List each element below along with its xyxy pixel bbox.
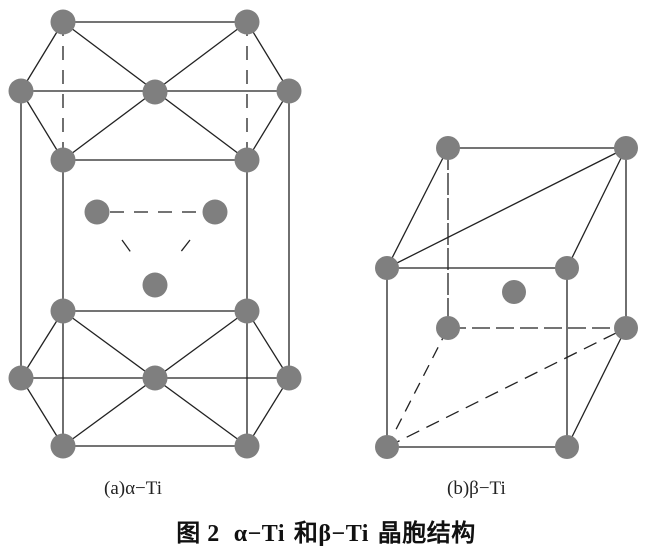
atom <box>142 79 168 105</box>
panel-b-caption: (b)β−Ti <box>447 478 506 499</box>
alpha-vertical-edges <box>20 91 290 446</box>
atom <box>436 136 460 160</box>
beta-ti-atoms <box>375 136 638 459</box>
beta-ti-bcc-cell <box>386 147 627 448</box>
atom <box>614 316 638 340</box>
atom <box>234 433 260 459</box>
atom <box>50 9 76 35</box>
figure-number: 图 2 <box>176 521 220 547</box>
atom <box>234 147 260 173</box>
atom <box>375 256 399 280</box>
atom <box>234 298 260 324</box>
atom <box>8 365 34 391</box>
atom <box>375 435 399 459</box>
caption-beta: β−Ti <box>318 521 369 547</box>
atom <box>234 9 260 35</box>
atom <box>50 147 76 173</box>
atom <box>276 365 302 391</box>
atom <box>8 78 34 104</box>
atom <box>84 199 110 225</box>
atom <box>202 199 228 225</box>
body-center-atom <box>502 280 526 304</box>
atom <box>436 316 460 340</box>
alpha-ti-atoms <box>8 9 302 459</box>
atom <box>142 272 168 298</box>
atom <box>555 256 579 280</box>
figure-caption: 图 2 α−Ti 和β−Ti 晶胞结构 <box>0 513 652 548</box>
caption-and: 和 <box>285 519 319 547</box>
alpha-inner-triangle <box>110 211 203 259</box>
panel-a-caption: (a)α−Ti <box>104 478 162 499</box>
atom <box>555 435 579 459</box>
caption-suffix: 晶胞结构 <box>368 519 476 547</box>
atom <box>276 78 302 104</box>
atom <box>142 365 168 391</box>
atom <box>50 433 76 459</box>
atom <box>50 298 76 324</box>
atom <box>614 136 638 160</box>
caption-alpha: α−Ti <box>233 521 286 547</box>
